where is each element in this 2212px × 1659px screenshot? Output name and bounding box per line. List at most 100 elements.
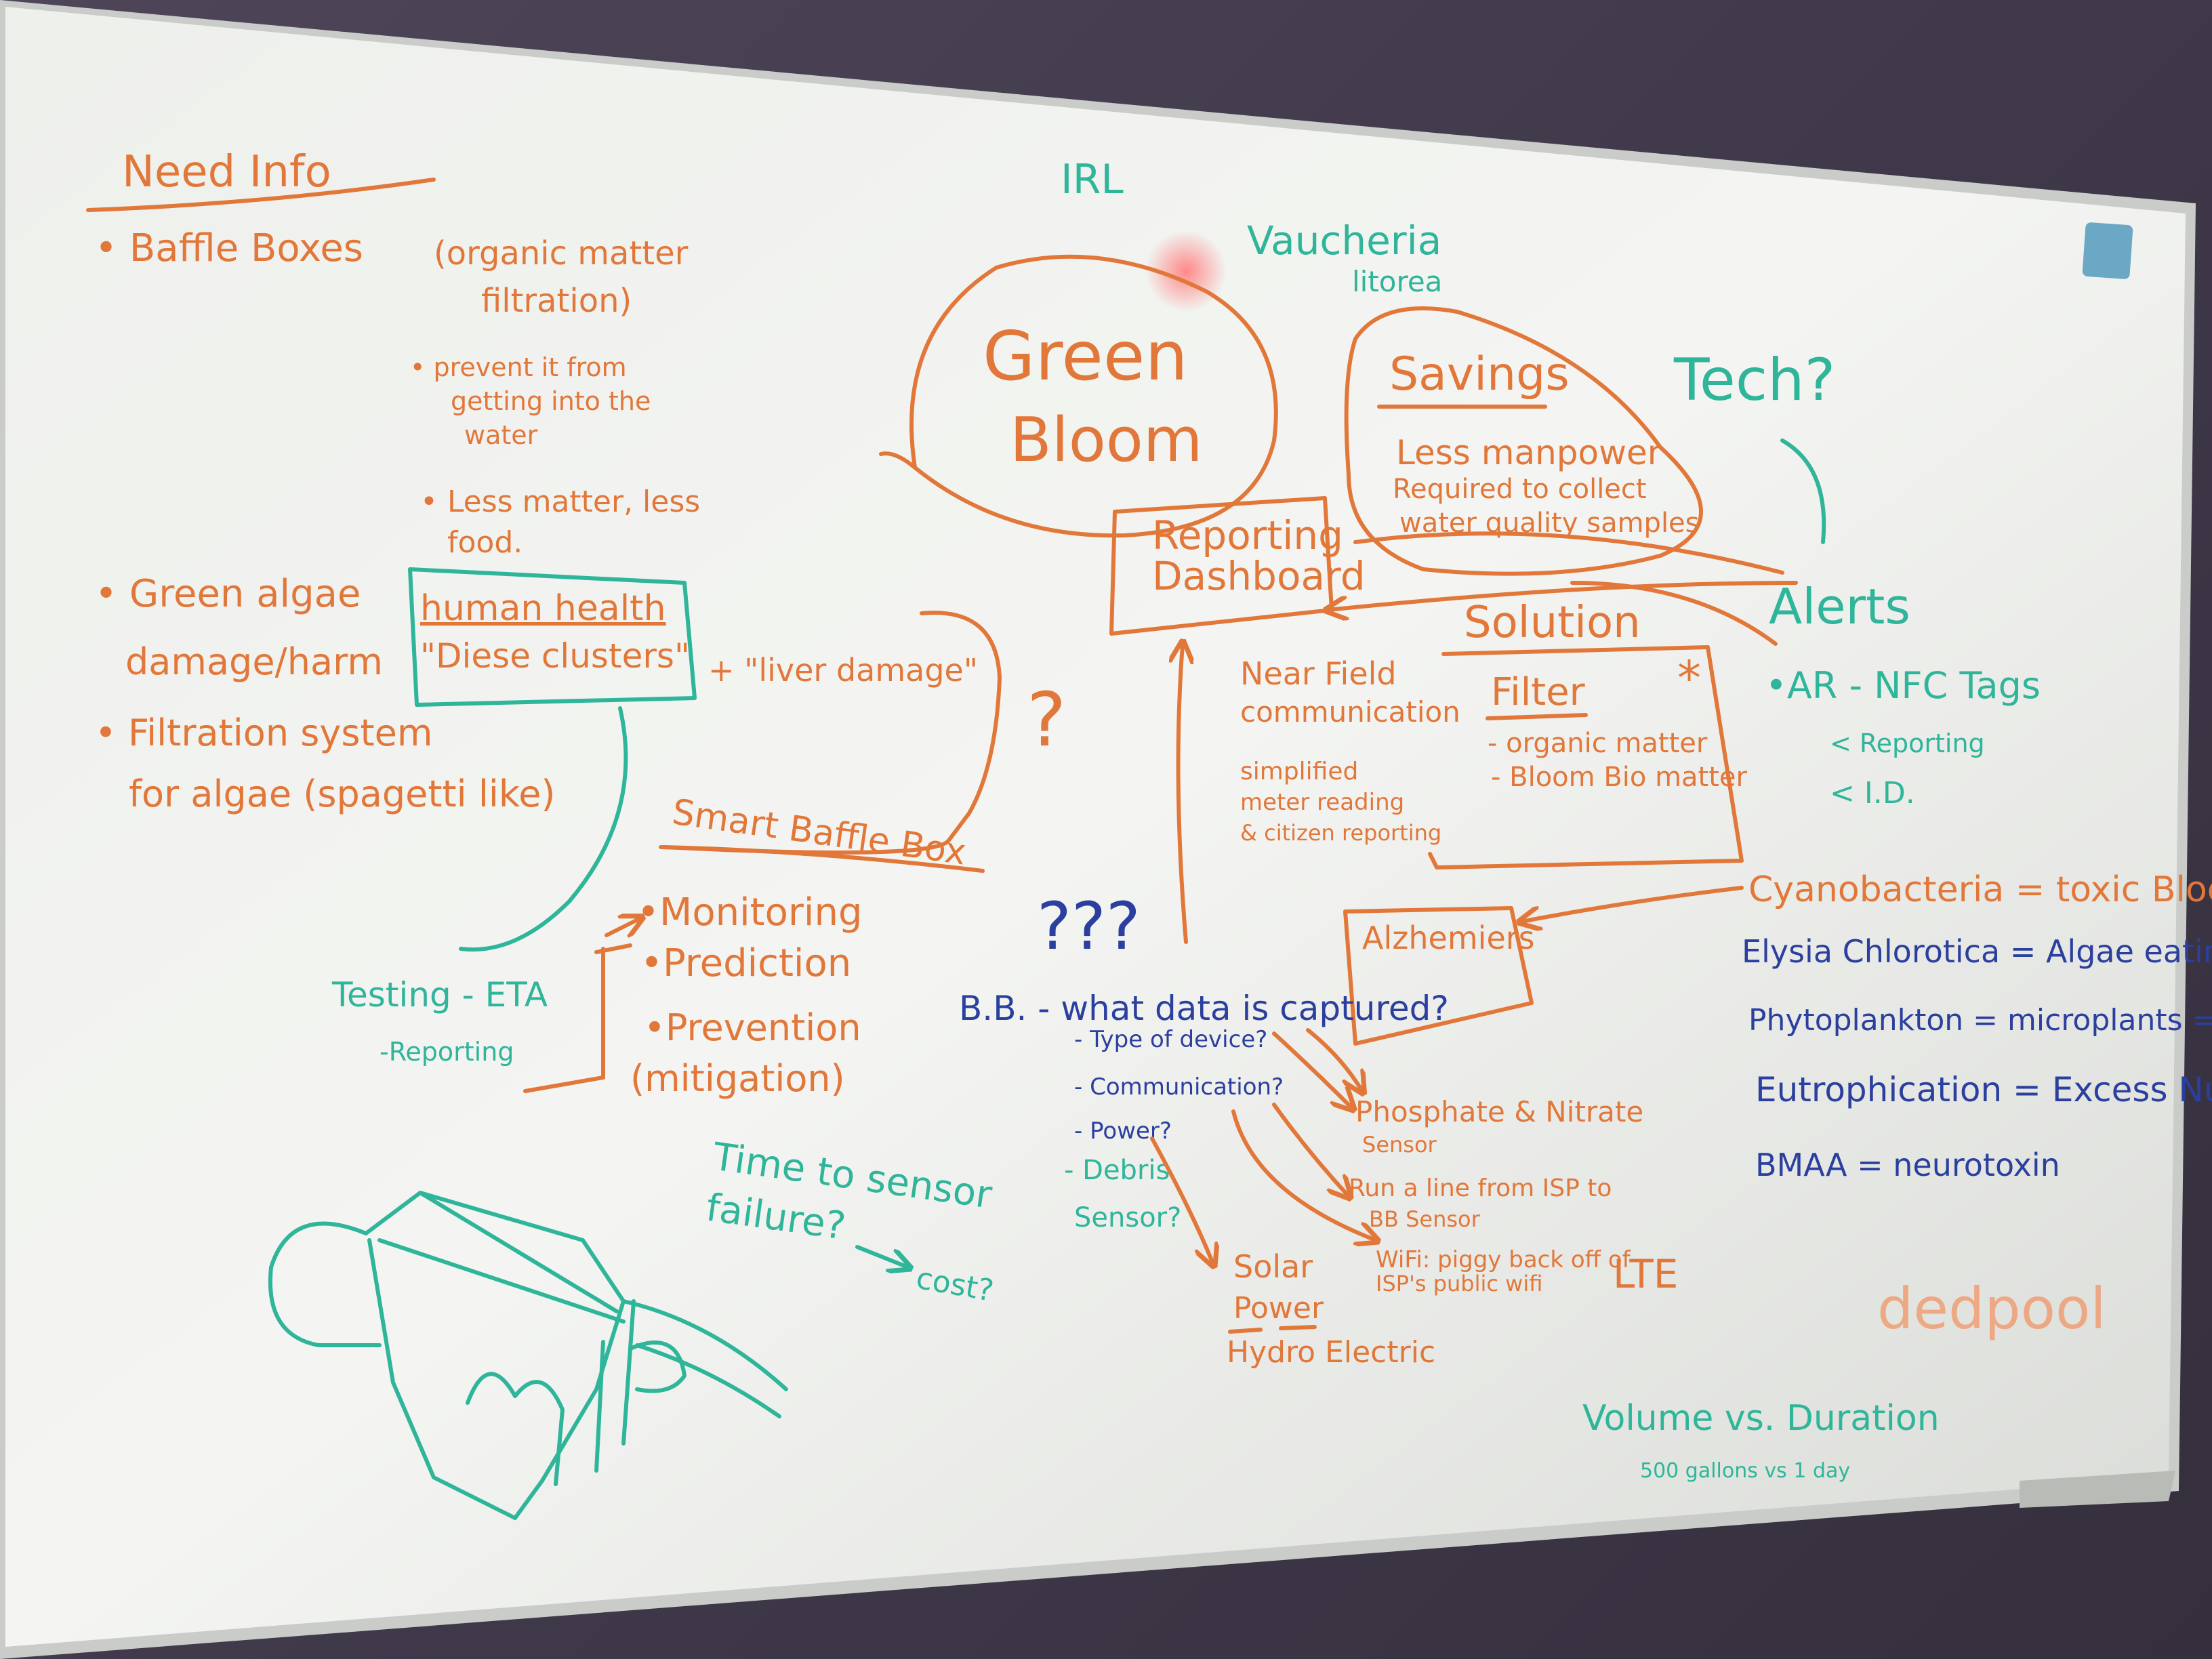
health-to-testing-line [459, 706, 628, 952]
tech-question: Tech? [1673, 346, 1835, 414]
alerts-id: < I.D. [1830, 776, 1915, 811]
baffle-box-sketch [268, 1191, 788, 1520]
nfc-line3: simplified [1240, 758, 1358, 785]
baffle-boxes: • Baffle Boxes [95, 226, 363, 270]
filter-item1: - organic matter [1488, 728, 1708, 759]
sketch-left-curve [268, 1221, 382, 1347]
savings-to-alerts-line [1353, 531, 1784, 575]
alerts-section: Alerts •AR - NFC Tags < Reporting < I.D. [1765, 438, 2041, 811]
green-algae-line1: • Green algae [95, 572, 361, 616]
nfc-line5: & citizen reporting [1240, 820, 1441, 846]
organic-matter-line2: filtration) [481, 282, 632, 320]
smart-baffle-underline [659, 845, 985, 873]
testing-bracket [523, 943, 632, 1093]
filtration-line1: • Filtration system [95, 712, 432, 754]
cyano-definition: Cyanobacteria = toxic Bloom [1748, 869, 2212, 910]
mitigation: (mitigation) [630, 1057, 845, 1100]
sensor-arrow [855, 1245, 908, 1267]
bb-communication: - Communication? [1074, 1073, 1284, 1101]
prevent-line2: getting into the [451, 386, 651, 416]
solar-dashes [1228, 1325, 1317, 1334]
testing-reporting: -Reporting [380, 1037, 514, 1067]
nfc-line1: Near Field [1240, 655, 1397, 692]
alerts-reporting: < Reporting [1830, 729, 1985, 758]
volume-note: Volume vs. Duration 500 gallons vs 1 day [1582, 1398, 1940, 1483]
human-health-title: human health [420, 588, 666, 629]
bb-power: - Power? [1074, 1118, 1172, 1145]
need-info-underline [86, 178, 436, 212]
bmaa-definition: BMAA = neurotoxin [1755, 1147, 2060, 1183]
liver-damage: + "liver damage" [708, 652, 978, 689]
run-line-line2: BB Sensor [1369, 1206, 1481, 1232]
green-bloom-circle [879, 254, 1278, 538]
ar-nfc-tags: •AR - NFC Tags [1765, 664, 2041, 707]
green-bloom-line1: Green [983, 316, 1188, 396]
monitoring: •Monitoring [637, 890, 863, 935]
comm-arrow-2 [1231, 1109, 1376, 1240]
prediction: •Prediction [640, 941, 851, 985]
phyto-definition: Phytoplankton = microplants = "algae" [1748, 1003, 2212, 1038]
marker-tray[interactable] [2020, 1471, 2175, 1508]
human-health-outline [408, 567, 697, 707]
definitions: Cyanobacteria = toxic Bloom Elysia Chlor… [1742, 869, 2212, 1183]
sketch-pipe-lines [594, 1299, 636, 1473]
savings-title: Savings [1389, 348, 1570, 401]
prevent-line3: water [464, 420, 538, 450]
testing-arrow [605, 918, 640, 935]
phosphate-line2: Sensor [1362, 1132, 1437, 1158]
diese-clusters: "Diese clusters" [420, 636, 690, 676]
bb-answers: Phosphate & Nitrate Sensor Run a line fr… [1227, 1095, 1678, 1370]
alerts-connection [1570, 581, 1778, 646]
savings-outline [1344, 306, 1703, 576]
solution-title: Solution [1464, 598, 1641, 648]
board-surface [5, 7, 2186, 1647]
less-matter-line2: food. [447, 525, 523, 560]
alerts-to-dashboard-arrow [1328, 581, 1798, 610]
elysia-definition: Elysia Chlorotica = Algae eating Slug [1742, 933, 2212, 970]
filter-asterisk: * [1677, 651, 1701, 706]
nfc-line4: meter reading [1240, 789, 1404, 816]
bb-to-dashboard-arrow [1179, 644, 1186, 944]
cyano-to-alzheimers-arrow [1521, 886, 1744, 922]
eraser[interactable] [2082, 222, 2133, 280]
bb-section: ??? B.B. - what data is captured? - Type… [959, 888, 1449, 1233]
wifi-line1: WiFi: piggy back off of [1376, 1246, 1631, 1273]
bb-debris-2: Sensor? [1074, 1202, 1181, 1233]
reporting-line2: Dashboard [1152, 553, 1366, 599]
question-marks: ??? [1037, 888, 1141, 964]
solar-line1: Solar [1233, 1248, 1313, 1285]
green-bloom-section: IRL Vaucheria litorea Green Bloom [879, 156, 1442, 538]
nfc-line2: communication [1240, 695, 1460, 729]
testing-section: Testing - ETA -Reporting •Monitoring •Pr… [331, 890, 863, 1100]
filtration-line2: for algae (spagetti like) [129, 773, 556, 815]
wifi-line2: ISP's public wifi [1376, 1271, 1542, 1296]
prevent-line1: • prevent it from [410, 352, 627, 382]
tech-to-alerts-line [1780, 438, 1826, 544]
alzheimers-box: Alzhemiers [1343, 886, 1744, 1046]
prevention: •Prevention [644, 1006, 861, 1049]
need-info-heading: Need Info [122, 147, 331, 197]
power-arrow [1150, 1136, 1213, 1264]
vaucheria: Vaucheria [1247, 218, 1441, 264]
irl: IRL [1061, 156, 1124, 203]
dedpool-signature: dedpool [1877, 1275, 2106, 1342]
green-bloom-line2: Bloom [1010, 405, 1203, 476]
savings-line2: Required to collect [1393, 474, 1647, 505]
bracket-question: ? [1027, 676, 1066, 763]
less-matter-line1: • Less matter, less [420, 485, 700, 519]
filter-title: Filter [1491, 670, 1586, 714]
bb-type: - Type of device? [1074, 1026, 1267, 1053]
phosphate-line1: Phosphate & Nitrate [1355, 1095, 1643, 1128]
run-line-line1: Run a line from ISP to [1349, 1174, 1612, 1202]
bb-main-question: B.B. - what data is captured? [959, 989, 1449, 1028]
filter-item2: - Bloom Bio matter [1491, 762, 1748, 793]
sketch-inner-lines [377, 1191, 626, 1486]
alzheimers-label: Alzhemiers [1362, 920, 1535, 956]
litorea: litorea [1352, 265, 1442, 298]
reporting-line1: Reporting [1152, 512, 1343, 558]
sketch-body [364, 1191, 626, 1520]
filter-outline [1428, 645, 1744, 869]
alerts-title: Alerts [1769, 578, 1910, 635]
